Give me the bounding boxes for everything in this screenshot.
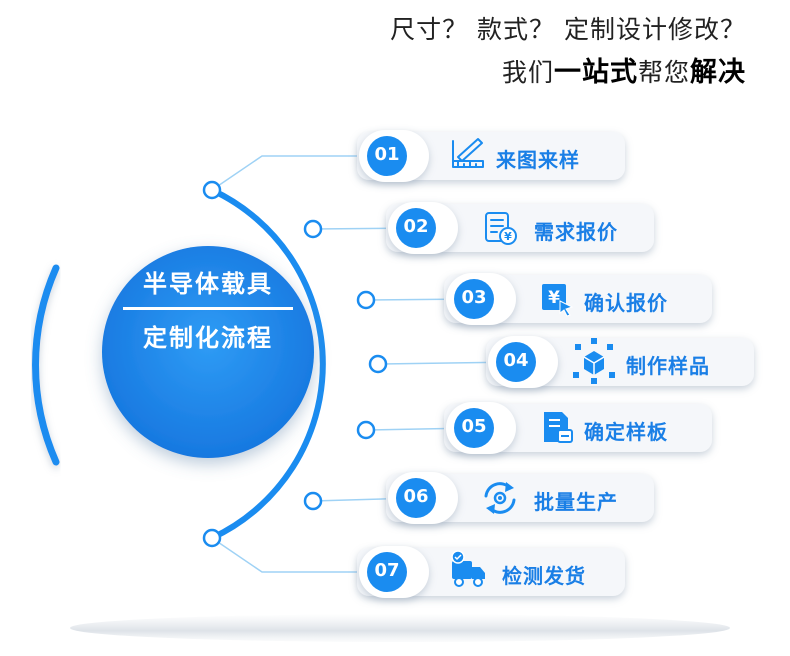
step-number-badge xyxy=(454,408,494,448)
arc-node xyxy=(368,354,388,374)
step-number: 07 xyxy=(374,560,400,581)
step-number-badge xyxy=(496,342,536,382)
arc-node xyxy=(202,180,222,200)
headline-prefix: 我们 xyxy=(501,58,554,87)
floor-shadow xyxy=(70,614,730,642)
step-number: 02 xyxy=(403,216,429,237)
make-sample-icon xyxy=(573,338,615,384)
headline-bold-solve: 解决 xyxy=(690,57,746,88)
left-outer-arc xyxy=(32,264,60,466)
arc-node xyxy=(356,420,376,440)
step-number-badge xyxy=(396,208,436,248)
step-number: 06 xyxy=(403,486,429,507)
step-number-badge xyxy=(367,552,407,592)
step-label: 批量生产 xyxy=(534,490,618,514)
step-label: 检测发货 xyxy=(502,564,586,588)
step-number: 03 xyxy=(461,287,487,308)
inspect-ship-icon xyxy=(451,550,485,587)
quote-document-icon: ¥ xyxy=(485,212,517,245)
step-number-badge xyxy=(454,279,494,319)
step-card-02: ¥ xyxy=(386,202,654,254)
step-card-03: ¥ xyxy=(444,273,712,325)
step-number: 01 xyxy=(374,144,400,165)
step-card-05 xyxy=(444,402,712,454)
connector-line xyxy=(211,155,387,191)
headline-mid: 帮您 xyxy=(637,58,690,87)
step-number: 05 xyxy=(461,416,487,437)
step-card-06 xyxy=(386,472,654,524)
center-circle xyxy=(102,246,314,458)
step-card-04 xyxy=(486,336,754,388)
confirm-template-icon xyxy=(544,412,573,443)
step-label: 需求报价 xyxy=(534,220,618,244)
step-label: 制作样品 xyxy=(626,354,710,378)
center-title-divider xyxy=(123,307,293,310)
step-number-badge xyxy=(396,478,436,518)
confirm-price-icon: ¥ xyxy=(542,284,574,317)
step-card-07 xyxy=(357,546,625,598)
step-label: 确定样板 xyxy=(584,420,668,444)
step-label: 确认报价 xyxy=(584,291,668,315)
headline-questions: 尺寸？ 款式？ 定制设计修改？ xyxy=(390,15,746,44)
center-title-line1: 半导体载具 xyxy=(143,270,273,298)
arc-node xyxy=(303,491,323,511)
connector-line xyxy=(211,537,387,573)
center-title-line2: 定制化流程 xyxy=(143,324,273,352)
arc-node xyxy=(303,219,323,239)
headline-bold-onestop: 一站式 xyxy=(553,57,638,88)
svg-text:¥: ¥ xyxy=(548,288,560,308)
arc-node xyxy=(202,528,222,548)
step-card-01 xyxy=(357,130,625,182)
svg-text:¥: ¥ xyxy=(504,230,512,243)
step-label: 来图来样 xyxy=(496,148,580,172)
main-arc xyxy=(210,187,326,541)
step-number: 04 xyxy=(503,350,529,371)
headline-solution: 我们一站式帮您解决 xyxy=(502,50,746,89)
step-cards: ¥¥ xyxy=(357,130,754,598)
mass-production-icon xyxy=(484,482,516,514)
arc-node xyxy=(356,290,376,310)
step-number-badge xyxy=(367,136,407,176)
ruler-pencil-icon xyxy=(452,138,484,168)
center-title: 半导体载具 定制化流程 xyxy=(102,264,314,353)
